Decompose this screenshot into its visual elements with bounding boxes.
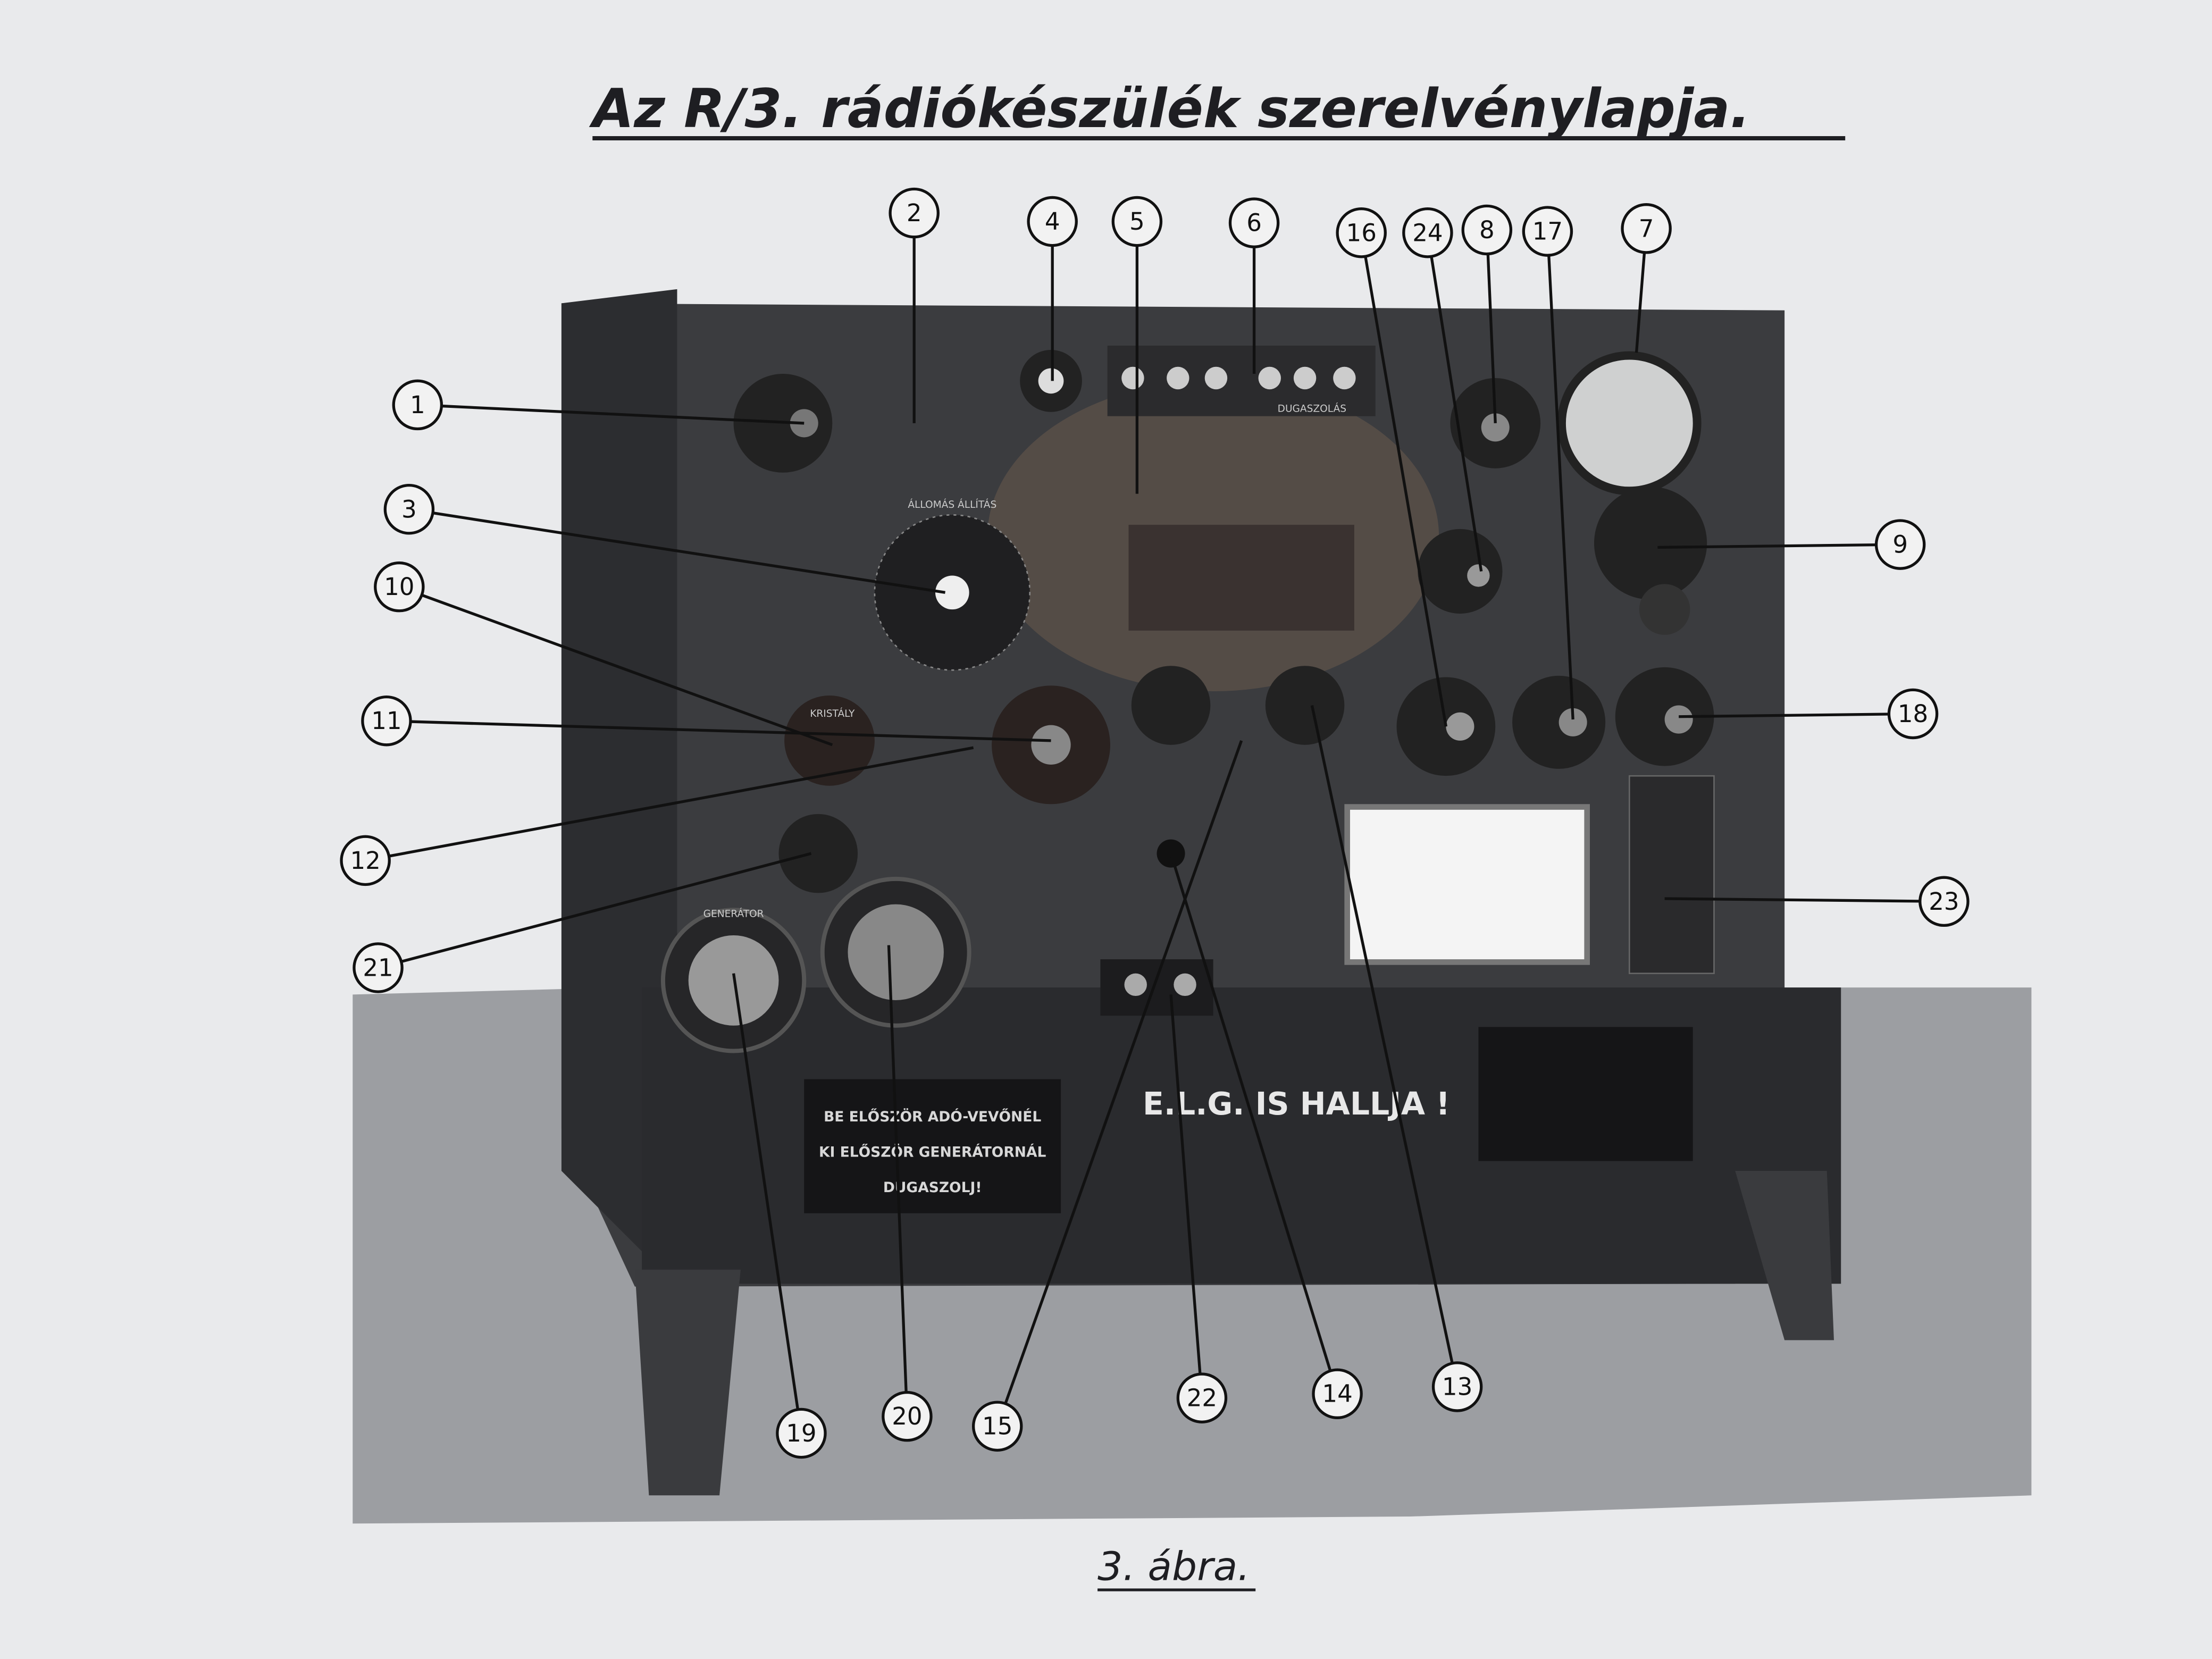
callout-number: 19 xyxy=(786,1419,816,1447)
callout-circle xyxy=(889,187,940,239)
callout-number: 9 xyxy=(1892,531,1908,559)
callout-leader-line xyxy=(887,945,908,1393)
callout-number: 22 xyxy=(1187,1384,1217,1412)
headphone-jacks xyxy=(1100,959,1213,1016)
callout-circle xyxy=(392,379,443,431)
callout-number: 10 xyxy=(384,573,414,601)
callout-leader-line xyxy=(1664,897,1920,903)
callout-number: 16 xyxy=(1346,219,1377,247)
callout-circle xyxy=(1336,207,1387,258)
callout-number: 20 xyxy=(892,1402,922,1430)
callout-circle xyxy=(340,835,391,886)
callout-number: 1 xyxy=(410,391,425,419)
callout-circle xyxy=(1027,196,1078,247)
callout-number: 11 xyxy=(371,707,401,735)
callout-leader-line xyxy=(410,720,1051,742)
callout-leader-line xyxy=(421,593,833,747)
callout-number: 18 xyxy=(1898,700,1928,728)
leg-right xyxy=(1735,1171,1834,1340)
label-dugaszolas: DUGASZOLÁS xyxy=(1278,403,1346,415)
callout-circle xyxy=(1874,519,1926,570)
callout-circle xyxy=(383,484,435,535)
callout-leader-line xyxy=(1635,252,1646,353)
callout-leader-line xyxy=(400,852,812,963)
knobs xyxy=(660,349,1714,1053)
callout-circle xyxy=(1312,1368,1363,1419)
callout-circle xyxy=(1431,1361,1483,1412)
warning-line-2: KI ELŐSZÖR GENERÁTORNÁL xyxy=(819,1143,1046,1161)
warning-plaque xyxy=(804,1079,1061,1213)
key-holder xyxy=(1628,775,1715,974)
name-code-table xyxy=(1478,1027,1693,1161)
callout-circle xyxy=(353,942,404,993)
callout-leader-line xyxy=(1169,853,1332,1371)
socket-strip xyxy=(1107,346,1376,416)
elg-sign: E.L.G. IS HALLJA ! xyxy=(1143,1086,1450,1122)
callout-number: 14 xyxy=(1322,1380,1352,1408)
callout-circle xyxy=(1228,197,1280,248)
callout-number: 12 xyxy=(350,847,380,875)
callout-circle xyxy=(374,561,425,613)
meter-gauge xyxy=(1557,351,1702,496)
page-title: Az R/3. rádiókészülék szerelvénylapja. xyxy=(589,77,1750,140)
callout-number: 3 xyxy=(401,495,417,523)
callout-leader-line xyxy=(1430,256,1483,572)
callout-number: 17 xyxy=(1532,217,1563,246)
callout-number: 23 xyxy=(1929,887,1959,916)
callout-leader-line xyxy=(732,973,799,1410)
label-generator: GENERÁTOR xyxy=(703,907,764,919)
callout-circle xyxy=(1887,688,1939,740)
callout-circle xyxy=(882,1390,933,1442)
callout-leader-line xyxy=(1364,256,1448,727)
callout-leader-line xyxy=(1004,740,1243,1404)
callout-number: 7 xyxy=(1639,214,1654,242)
callout-circle xyxy=(1461,204,1513,256)
callout-circle xyxy=(1918,876,1970,927)
leg-left xyxy=(634,1269,741,1496)
callout-number: 6 xyxy=(1246,209,1262,237)
callout-leader-line xyxy=(441,404,805,425)
callout-number: 21 xyxy=(363,954,393,982)
callout-circle xyxy=(971,1401,1023,1452)
callout-number: 5 xyxy=(1129,207,1145,236)
callout-number: 15 xyxy=(982,1412,1012,1440)
callout-leader-line xyxy=(1679,713,1889,718)
callout-circle xyxy=(1402,207,1453,258)
callout-circle xyxy=(1176,1372,1228,1423)
callout-leader-line xyxy=(1547,255,1574,720)
callout-circle xyxy=(1621,203,1672,254)
callout-circle xyxy=(1111,196,1163,247)
figure-caption: 3. ábra. xyxy=(1097,1543,1250,1589)
callout-number: 24 xyxy=(1412,219,1443,247)
callout-number: 8 xyxy=(1479,216,1495,244)
frequency-table-plaque xyxy=(1128,524,1354,631)
callout-leader-line xyxy=(432,512,945,594)
callout-circle xyxy=(361,695,412,747)
callout-leader-line xyxy=(1657,543,1876,549)
callout-leader-line xyxy=(1310,705,1454,1364)
sockets xyxy=(1121,366,1356,390)
callout-leader-line xyxy=(1169,994,1202,1375)
display-window xyxy=(1344,804,1590,965)
callout-leader-line xyxy=(1486,254,1497,424)
callout-leader-line xyxy=(389,746,974,858)
callout-circle xyxy=(776,1407,827,1459)
label-kristaly: KRISTÁLY xyxy=(810,707,855,719)
callout-number: 4 xyxy=(1045,207,1060,236)
label-allomas: ÁLLOMÁS ÁLLÍTÁS xyxy=(908,498,996,510)
callout-number: 13 xyxy=(1442,1372,1472,1401)
warning-line-1: BE ELŐSZÖR ADÓ-VEVŐNÉL xyxy=(824,1108,1041,1125)
callout-number: 2 xyxy=(907,199,922,227)
callout-circle xyxy=(1522,206,1573,257)
